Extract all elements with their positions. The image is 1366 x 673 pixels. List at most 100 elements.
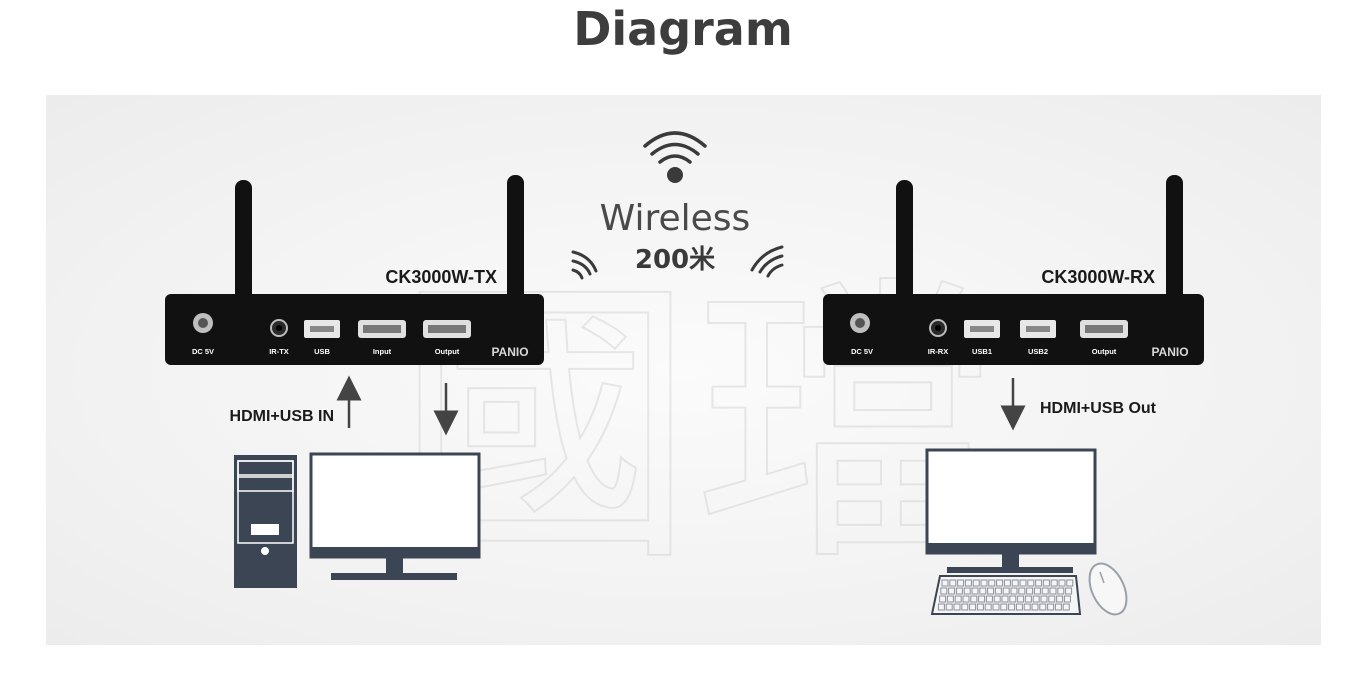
keyboard-key [1047, 603, 1055, 611]
keyboard-key [1066, 579, 1074, 587]
keyboard-key [972, 579, 980, 587]
keyboard-key [1019, 579, 1027, 587]
keyboard-key [941, 579, 949, 587]
keyboard-key [1048, 595, 1056, 603]
keyboard-key [1002, 587, 1010, 595]
keyboard-key [945, 603, 953, 611]
rx-antenna-left [896, 180, 913, 305]
rx-antenna-right [1166, 175, 1183, 305]
keyboard-key [1018, 587, 1026, 595]
tx-port-label: DC 5V [192, 347, 214, 356]
wireless-distance: 200米 [635, 245, 715, 275]
keyboard-key [1024, 595, 1032, 603]
keyboard-key [964, 579, 972, 587]
keyboard-key [993, 595, 1001, 603]
keyboard-key [969, 603, 977, 611]
rx-port-label: USB1 [972, 347, 992, 356]
rx-port-label: IR-RX [928, 347, 948, 356]
keyboard-key [1058, 579, 1066, 587]
signal-left-icon [571, 250, 598, 280]
keyboard-key [1039, 603, 1047, 611]
keyboard-key [1026, 587, 1034, 595]
keyboard-key [1009, 595, 1017, 603]
keyboard-key [1010, 587, 1018, 595]
keyboard-key [963, 587, 971, 595]
wireless-label: Wireless [600, 198, 751, 239]
tx-input-label: HDMI+USB IN [230, 408, 334, 425]
keyboard-key [962, 595, 970, 603]
keyboard-key [1042, 579, 1050, 587]
keyboard-key [955, 587, 963, 595]
keyboard-key [961, 603, 969, 611]
keyboard-key [954, 595, 962, 603]
keyboard-key [979, 587, 987, 595]
keyboard-key [996, 579, 1004, 587]
tx-model: CK3000W-TX [385, 267, 497, 287]
keyboard-key [1050, 579, 1058, 587]
keyboard-key [1057, 587, 1065, 595]
tx-brand: PANIO [491, 345, 528, 359]
keyboard-key [1017, 595, 1025, 603]
tower-pc-icon [234, 455, 297, 588]
keyboard-key [1001, 595, 1009, 603]
keyboard-key [984, 603, 992, 611]
keyboard-key [1003, 579, 1011, 587]
keyboard-key [1040, 595, 1048, 603]
rx-device: CK3000W-RX DC 5V IR-RX USB1 USB2 Output … [823, 175, 1204, 365]
tx-device: CK3000W-TX DC 5V IR-TX USB Input Output … [165, 175, 544, 365]
keyboard-key [970, 595, 978, 603]
tx-port-label: Input [373, 347, 392, 356]
keyboard-key [994, 587, 1002, 595]
keyboard-key [978, 595, 986, 603]
rx-brand: PANIO [1151, 345, 1188, 359]
keyboard-key [1065, 587, 1073, 595]
tx-antenna-right [507, 175, 524, 305]
keyboard-key [1035, 579, 1043, 587]
keyboard-key [1011, 579, 1019, 587]
keyboard-key [1032, 595, 1040, 603]
keyboard-icon [930, 575, 1082, 615]
keyboard-key [971, 587, 979, 595]
keyboard-key [1031, 603, 1039, 611]
signal-right-icon [750, 245, 784, 278]
rx-port-label: Output [1092, 347, 1117, 356]
keyboard-key [1015, 603, 1023, 611]
keyboard-key [940, 587, 948, 595]
keyboard-key [987, 587, 995, 595]
keyboard-key [1041, 587, 1049, 595]
keyboard-key [1049, 587, 1057, 595]
keyboard-key [1063, 595, 1071, 603]
tx-body [165, 294, 544, 365]
keyboard-key [939, 595, 947, 603]
keyboard-key [1023, 603, 1031, 611]
tx-antenna-left [235, 180, 252, 305]
keyboard-key [957, 579, 965, 587]
keyboard-key [1027, 579, 1035, 587]
keyboard-key [946, 595, 954, 603]
keyboard-key [1000, 603, 1008, 611]
keyboard-key [976, 603, 984, 611]
keyboard-key [953, 603, 961, 611]
tx-port-label: Output [435, 347, 460, 356]
tx-port-label: IR-TX [269, 347, 289, 356]
keyboard-key [937, 603, 945, 611]
mouse-icon [1088, 562, 1128, 616]
keyboard-key [1008, 603, 1016, 611]
keyboard-key [988, 579, 996, 587]
keyboard-key [948, 587, 956, 595]
wifi-icon [643, 131, 707, 183]
keyboard-key [1062, 603, 1070, 611]
monitor-icon [309, 452, 481, 580]
rx-output-label: HDMI+USB Out [1040, 400, 1157, 417]
monitor-icon [925, 448, 1097, 573]
rx-port-label: USB2 [1028, 347, 1048, 356]
keyboard-key [1054, 603, 1062, 611]
keyboard-key [980, 579, 988, 587]
keyboard-key [1056, 595, 1064, 603]
tx-port-label: USB [314, 347, 330, 356]
keyboard-key [1033, 587, 1041, 595]
page-title: Diagram [573, 2, 793, 56]
rx-model: CK3000W-RX [1041, 267, 1155, 287]
keyboard-key [992, 603, 1000, 611]
